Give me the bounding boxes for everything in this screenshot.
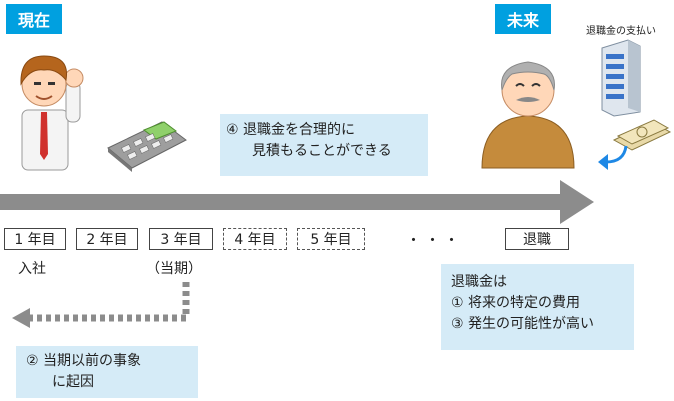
dotted-arrow [12,282,190,328]
ellipsis: ・・・ [406,231,464,249]
cause-note-line: ② 当期以前の事象 [26,353,142,369]
young-employee-icon [20,55,84,171]
building-icon [601,39,641,117]
conditions-note-line: ③ 発生の可能性が高い [451,316,595,332]
retirement-box: 退職 [505,228,569,250]
timeline-arrow [0,180,594,224]
cause-note: ② 当期以前の事象 に起因 [16,346,198,398]
return-arrow-icon [598,145,628,170]
year-box-3: 3 年目 [149,228,213,250]
future-label: 未来 [495,4,551,34]
year-box-5: 5 年目 [297,228,365,250]
estimate-note-line: ④ 退職金を合理的に [226,122,356,138]
payment-label: 退職金の支払い [586,26,656,37]
estimate-note-line: 見積もることができる [252,143,392,159]
conditions-note: 退職金は ① 将来の特定の費用 ③ 発生の可能性が高い [441,264,634,350]
year-box-1: 1 年目 [4,228,66,250]
conditions-note-line: ① 将来の特定の費用 [451,295,581,311]
cause-note-line: に起因 [52,374,94,390]
year-sub-label-1: 入社 [18,261,46,277]
year-sub-label-3: （当期） [146,261,202,277]
estimate-note: ④ 退職金を合理的に 見積もることができる [220,114,428,176]
conditions-note-line: 退職金は [451,274,507,290]
present-label: 現在 [6,4,62,34]
year-box-4: 4 年目 [223,228,287,250]
calculator-icon [107,121,187,172]
year-box-2: 2 年目 [76,228,138,250]
older-employee-icon [481,61,575,169]
